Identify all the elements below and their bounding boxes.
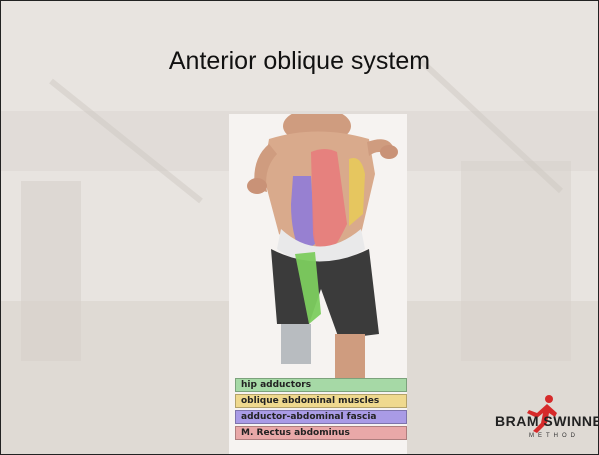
logo-sub-text: METHOD xyxy=(529,433,579,439)
legend-item-rectus-abdominus: M. Rectus abdominus xyxy=(235,426,407,440)
right-hand-shape xyxy=(380,145,398,159)
logo-brand-text: BRAM SWINNEN xyxy=(495,413,599,429)
figure-legend: hip adductors oblique abdominal muscles … xyxy=(235,378,407,442)
legend-item-adductor-abdominal-fascia: adductor-abdominal fascia xyxy=(235,410,407,424)
legend-item-oblique-abdominal-muscles: oblique abdominal muscles xyxy=(235,394,407,408)
brand-logo: BRAM SWINNEN METHOD xyxy=(491,393,598,453)
slide-title: Anterior oblique system xyxy=(1,47,598,76)
left-leg-shape xyxy=(281,324,311,364)
right-leg-shape xyxy=(335,334,365,384)
left-hand-shape xyxy=(247,178,267,194)
legend-item-hip-adductors: hip adductors xyxy=(235,378,407,392)
